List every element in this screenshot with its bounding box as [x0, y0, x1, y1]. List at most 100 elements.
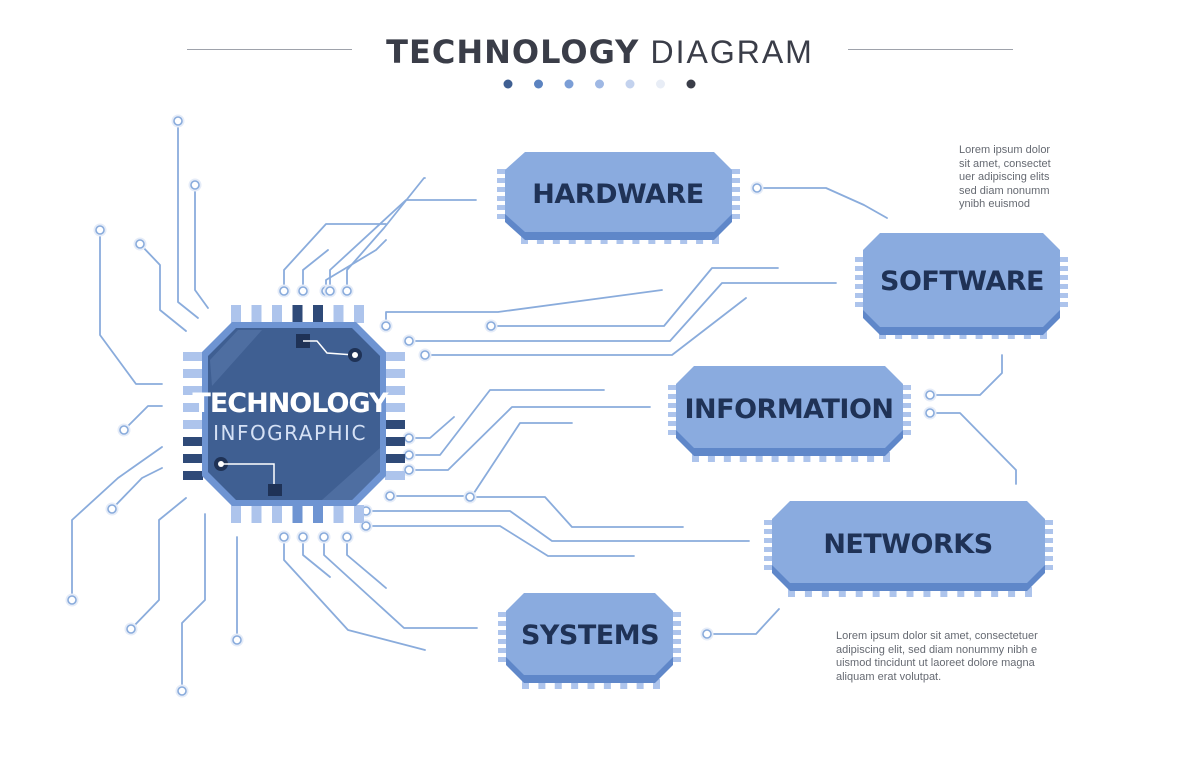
trace-node	[298, 286, 308, 296]
chip-pin-right	[1058, 293, 1068, 298]
chip-pin-right	[1043, 529, 1053, 534]
chip-hardware-body	[505, 152, 732, 232]
chip-pin-left	[497, 196, 507, 201]
chip-pin-left	[498, 612, 508, 617]
chip-pin-bottom	[883, 452, 890, 462]
chip-pin-right	[730, 196, 740, 201]
center-chip-node-bottom-inner	[218, 461, 224, 467]
chip-information-label: INFORMATION	[684, 394, 893, 425]
circuit-trace	[469, 496, 684, 528]
center-pin-top	[354, 305, 364, 323]
trace-node	[925, 408, 935, 418]
chip-pin-bottom	[587, 679, 595, 689]
center-pin-left	[183, 454, 203, 463]
trace-node	[342, 532, 352, 542]
note-top: Lorem ipsum dolor sit amet, consectet ue…	[959, 144, 1079, 212]
chip-pin-bottom	[838, 587, 846, 597]
chip-pin-bottom	[571, 679, 579, 689]
center-pin-left	[183, 386, 203, 395]
center-chip-highlight-top	[210, 330, 262, 386]
note-bottom-line: aliquam erat volutpat.	[836, 670, 942, 683]
chip-systems-body	[506, 593, 673, 675]
center-pin-bottom	[231, 505, 241, 523]
chip-pin-left	[764, 538, 774, 543]
chip-pin-bottom	[554, 679, 562, 689]
center-pin-left	[183, 471, 203, 480]
trace-node	[465, 492, 475, 502]
circuit-trace	[111, 467, 163, 510]
title-dot	[534, 79, 543, 89]
chip-pin-bottom	[855, 587, 863, 597]
chip-pin-bottom	[636, 679, 644, 689]
center-pin-bottom	[333, 505, 344, 523]
chip-hardware: HARDWARE	[497, 152, 740, 244]
trace-node	[135, 239, 145, 249]
circuit-trace	[130, 497, 187, 630]
chip-pin-right	[1058, 266, 1068, 271]
trace-node	[702, 629, 712, 639]
circuit-trace	[194, 184, 209, 309]
chip-networks-body	[772, 501, 1045, 583]
center-pin-top	[313, 305, 323, 323]
trace-node	[486, 321, 496, 331]
chip-pin-right	[1058, 275, 1068, 280]
chip-pin-bottom	[788, 587, 795, 597]
chip-pin-right	[671, 657, 681, 662]
chip-information-pins	[668, 385, 911, 462]
chip-software-label: SOFTWARE	[880, 266, 1044, 297]
chip-pin-left	[855, 302, 865, 307]
center-chip-inner-trace-top	[303, 340, 355, 356]
circuit-trace	[408, 389, 605, 456]
chip-pin-bottom	[620, 679, 628, 689]
circuit-trace	[323, 536, 478, 629]
chip-pin-left	[668, 394, 678, 399]
chip-pin-left	[855, 284, 865, 289]
chip-pin-bottom	[819, 452, 827, 462]
chip-information-body	[676, 366, 903, 448]
trace-node	[67, 595, 77, 605]
center-pin-right	[385, 420, 405, 429]
center-chip-inner-trace-bottom	[222, 463, 275, 486]
circuit-trace	[408, 406, 651, 471]
chip-pin-left	[498, 639, 508, 644]
chip-pin-right	[671, 648, 681, 653]
chip-pin-right	[730, 187, 740, 192]
trace-node	[107, 504, 117, 514]
chip-pin-left	[498, 621, 508, 626]
chip-pin-bottom	[712, 234, 719, 244]
chip-pin-left	[668, 403, 678, 408]
trace-node	[752, 183, 762, 193]
trace-node	[298, 532, 308, 542]
chip-pin-bottom	[803, 452, 811, 462]
center-chip-highlight-bottom	[322, 448, 380, 500]
note-top-line: uer adipiscing elits	[959, 171, 1050, 183]
trace-node	[119, 425, 129, 435]
chip-pin-left	[498, 657, 508, 662]
chip-pin-bottom	[889, 587, 897, 597]
trace-node	[385, 491, 395, 501]
chip-pin-bottom	[872, 587, 880, 597]
circuit-trace	[490, 267, 779, 327]
chip-pin-left	[497, 169, 507, 174]
chip-pin-left	[668, 421, 678, 426]
center-pin-bottom	[292, 505, 303, 523]
title-dot	[595, 79, 604, 89]
center-pin-top	[251, 305, 262, 323]
chip-pin-right	[1043, 556, 1053, 561]
trace-node	[319, 532, 329, 542]
chip-pin-right	[671, 621, 681, 626]
title-dot	[686, 79, 696, 89]
chip-software-body	[863, 233, 1060, 327]
circuit-trace	[283, 223, 387, 292]
circuit-trace	[71, 446, 163, 601]
chip-pin-bottom	[867, 452, 875, 462]
center-pin-right	[385, 437, 405, 446]
trace-node	[232, 635, 242, 645]
chip-pin-bottom	[692, 452, 699, 462]
chip-pin-bottom	[821, 587, 829, 597]
chip-pin-left	[855, 266, 865, 271]
chip-software: SOFTWARE	[855, 233, 1068, 339]
trace-node	[361, 521, 371, 531]
chip-pin-bottom	[923, 587, 931, 597]
chip-pin-bottom	[771, 452, 779, 462]
